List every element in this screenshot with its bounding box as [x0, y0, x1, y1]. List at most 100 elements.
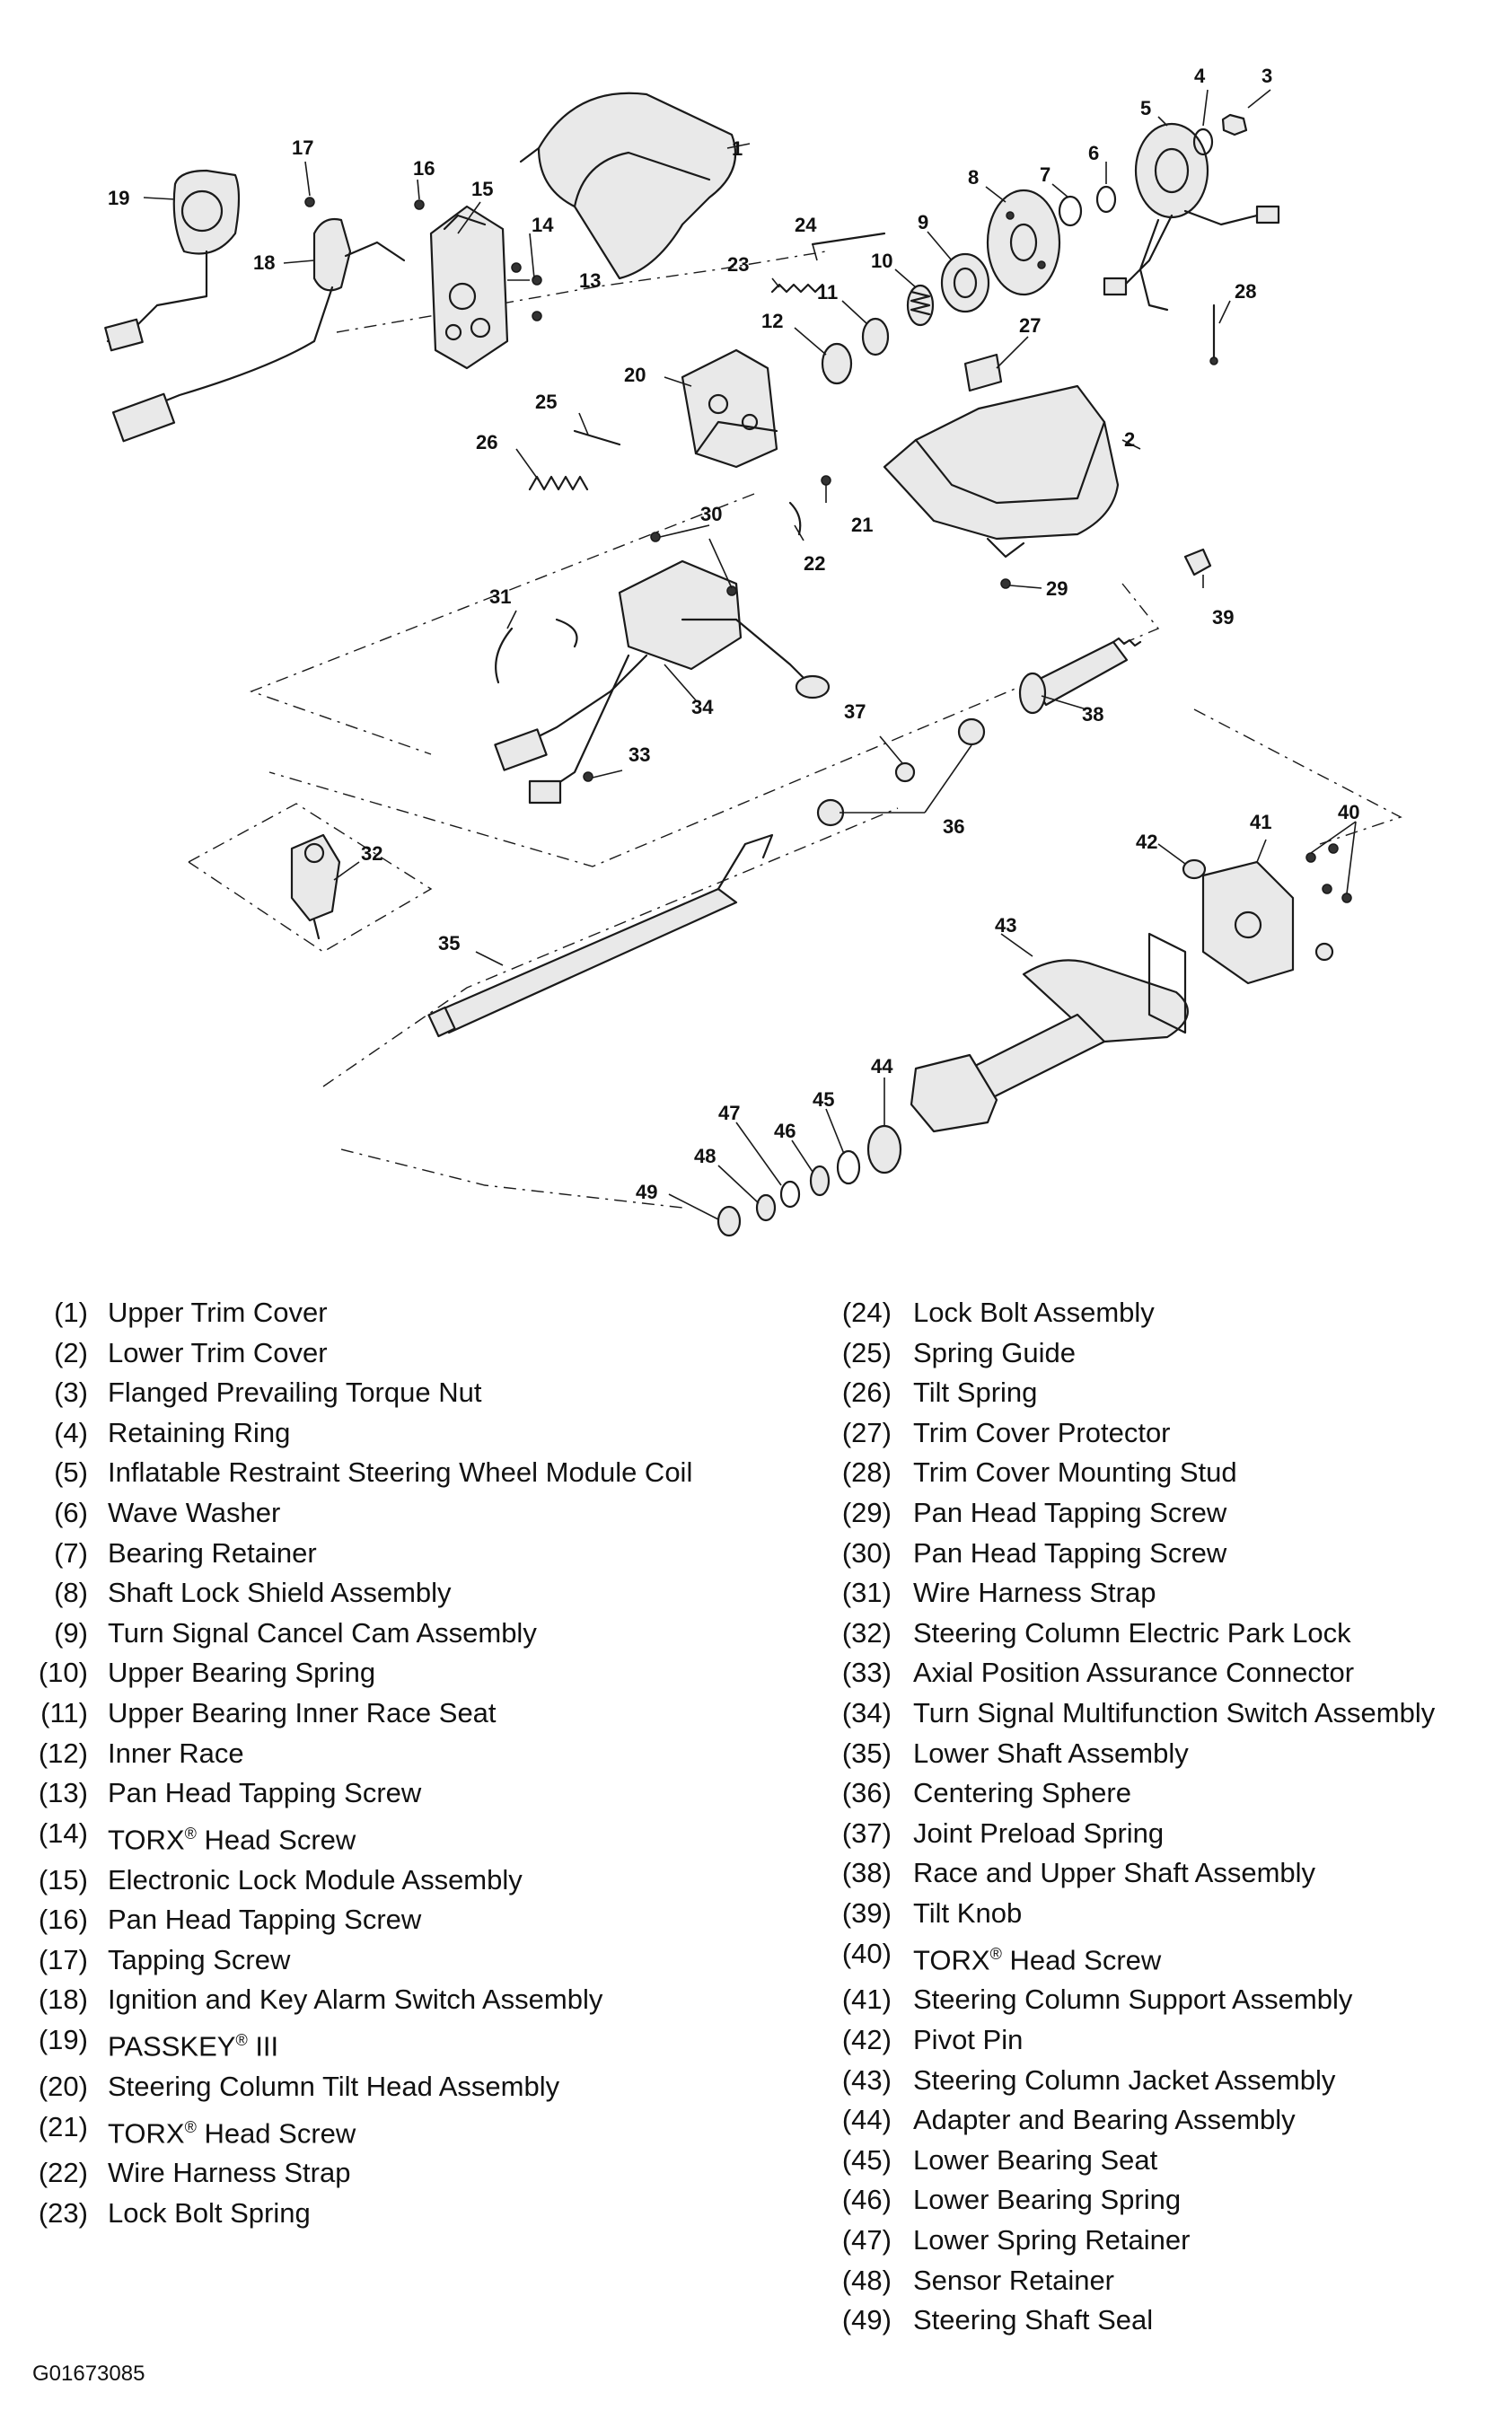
legend-number: (10): [38, 1657, 88, 1689]
legend-number: (4): [54, 1416, 88, 1448]
legend-item: (2)Lower Trim Cover: [0, 1333, 790, 1374]
callout-11: 11: [817, 281, 838, 303]
legend-item: (5)Inflatable Restraint Steering Wheel M…: [0, 1453, 790, 1493]
legend-text: Lock Bolt Assembly: [913, 1297, 1155, 1328]
legend-number: (24): [841, 1297, 892, 1328]
callout-41: 41: [1250, 811, 1271, 833]
legend-item: (40)TORX® Head Screw: [831, 1934, 1512, 1981]
legend-text: Lock Bolt Spring: [108, 2197, 311, 2230]
callout-23: 23: [727, 253, 749, 276]
legend-item: (29)Pan Head Tapping Screw: [831, 1493, 1512, 1534]
legend-number: (9): [54, 1616, 88, 1649]
legend-text: Steering Column Jacket Assembly: [913, 2063, 1336, 2096]
part-steering-column-tilt-head: [681, 348, 778, 469]
legend-number: (38): [841, 1857, 892, 1889]
legend-number: (33): [841, 1657, 892, 1689]
legend-item: (39)Tilt Knob: [831, 1894, 1512, 1934]
callout-31: 31: [489, 585, 511, 608]
legend-number: (14): [38, 1816, 88, 1849]
legend-text: TORX® Head Screw: [913, 1943, 1162, 1975]
part-wire-harness-strap-22: [788, 475, 831, 536]
legend-number: (35): [841, 1737, 892, 1769]
legend-text: Lower Spring Retainer: [913, 2223, 1191, 2256]
legend-number: (7): [54, 1536, 88, 1569]
legend-text: Wire Harness Strap: [913, 1577, 1156, 1609]
parts-legend: (1)Upper Trim Cover(2)Lower Trim Cover(3…: [0, 1293, 1512, 2344]
legend-text: Retaining Ring: [108, 1416, 291, 1448]
callout-4: 4: [1194, 65, 1206, 87]
legend-item: (18)Ignition and Key Alarm Switch Assemb…: [0, 1980, 790, 2020]
legend-item: (48)Sensor Retainer: [831, 2261, 1512, 2301]
legend-item: (6)Wave Washer: [0, 1493, 790, 1534]
legend-item: (9)Turn Signal Cancel Cam Assembly: [0, 1614, 790, 1654]
legend-number: (3): [54, 1377, 88, 1409]
part-upper-trim-cover: [519, 92, 737, 280]
part-lower-rings: [716, 1149, 861, 1237]
legend-text: Tapping Screw: [108, 1943, 291, 1975]
legend-text: Tilt Knob: [913, 1896, 1023, 1929]
legend-text: Adapter and Bearing Assembly: [913, 2104, 1296, 2136]
callout-35: 35: [438, 932, 460, 954]
legend-text: Shaft Lock Shield Assembly: [108, 1577, 452, 1609]
part-tilt-knob: [1183, 548, 1212, 576]
legend-text: Pivot Pin: [913, 2024, 1024, 2056]
legend-item: (3)Flanged Prevailing Torque Nut: [0, 1373, 790, 1413]
legend-text: Spring Guide: [913, 1336, 1076, 1368]
legend-text: Sensor Retainer: [913, 2264, 1115, 2296]
callout-16: 16: [413, 157, 435, 180]
callout-44: 44: [871, 1055, 893, 1078]
legend-number: (17): [38, 1943, 88, 1975]
legend-number: (6): [54, 1496, 88, 1528]
part-lower-shaft-assembly: [427, 833, 774, 1038]
callout-labels: 1 2 3 4 5 6 7 8 9 10 11 12 13 14 15 16 1…: [108, 65, 1359, 1203]
assembly-guide-lines: [188, 251, 1402, 1209]
part-adapter-and-bearing: [866, 1053, 998, 1174]
part-joint-preload-spring: [894, 761, 916, 783]
legend-item: (26)Tilt Spring: [831, 1373, 1512, 1413]
legend-item: (32) Steering Column Electric Park Lock: [831, 1614, 1512, 1654]
legend-number: (20): [38, 2070, 88, 2102]
legend-text: Upper Trim Cover: [108, 1297, 328, 1328]
legend-text: Lower Bearing Seat: [913, 2143, 1158, 2176]
callout-3: 3: [1261, 65, 1272, 87]
callout-5: 5: [1140, 97, 1151, 119]
legend-text: Steering Column Electric Park Lock: [913, 1616, 1351, 1649]
legend-text: Upper Bearing Inner Race Seat: [108, 1696, 497, 1728]
legend-number: (36): [841, 1777, 892, 1809]
legend-item: (37)Joint Preload Spring: [831, 1814, 1512, 1854]
legend-item: (33)Axial Position Assurance Connector: [831, 1653, 1512, 1693]
legend-text: Trim Cover Mounting Stud: [913, 1456, 1237, 1489]
legend-text: Electronic Lock Module Assembly: [108, 1863, 523, 1896]
legend-number: (41): [841, 1984, 892, 2016]
legend-text: TORX® Head Screw: [108, 2116, 356, 2149]
legend-number: (25): [841, 1336, 892, 1368]
callout-18: 18: [253, 251, 275, 274]
callout-26: 26: [476, 431, 497, 453]
legend-item: (46)Lower Bearing Spring: [831, 2180, 1512, 2221]
part-retaining-ring-nut: [1192, 113, 1248, 156]
legend-number: (5): [54, 1456, 88, 1489]
callout-33: 33: [629, 743, 650, 766]
part-steering-column-support: [1201, 860, 1295, 985]
legend-number: (43): [841, 2063, 892, 2096]
callout-21: 21: [851, 514, 873, 536]
part-electric-park-lock: [290, 833, 341, 940]
part-trim-cover-protector: [963, 353, 1003, 392]
legend-item: (41)Steering Column Support Assembly: [831, 1980, 1512, 2020]
legend-number: (30): [841, 1536, 892, 1569]
legend-item: (28)Trim Cover Mounting Stud: [831, 1453, 1512, 1493]
legend-text: Inner Race: [108, 1737, 244, 1769]
legend-item: (23)Lock Bolt Spring: [0, 2194, 790, 2234]
legend-number: (1): [54, 1297, 88, 1328]
legend-text: Turn Signal Multifunction Switch Assembl…: [913, 1696, 1436, 1728]
callout-13: 13: [579, 269, 601, 292]
legend-item: (14)TORX® Head Screw: [0, 1814, 790, 1860]
legend-number: (27): [841, 1416, 892, 1448]
legend-number: (32): [841, 1616, 892, 1649]
legend-item: (34)Turn Signal Multifunction Switch Ass…: [831, 1693, 1512, 1734]
legend-item: (21)TORX® Head Screw: [0, 2107, 790, 2154]
part-cancel-cam: [940, 252, 990, 313]
legend-item: (1) Upper Trim Cover: [0, 1293, 790, 1333]
legend-item: (47)Lower Spring Retainer: [831, 2221, 1512, 2261]
legend-item: (24) Lock Bolt Assembly: [831, 1293, 1512, 1333]
